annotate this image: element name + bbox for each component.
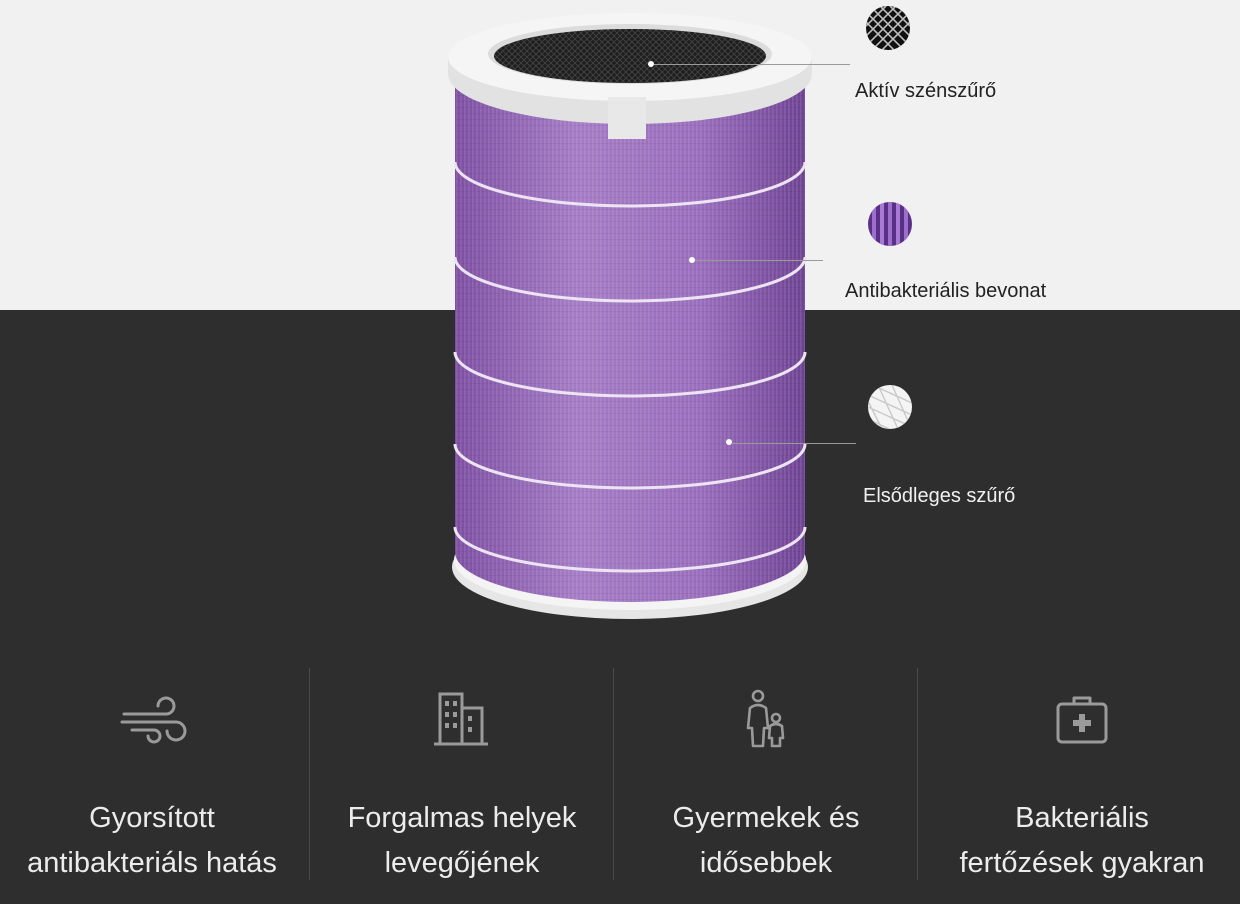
- callout-dot-primary: [726, 439, 732, 445]
- feature-text: Forgalmas helyek levegőjének: [347, 802, 577, 879]
- column-divider: [613, 668, 614, 880]
- carbon-mesh-icon: [866, 6, 910, 50]
- white-mesh-icon: [868, 385, 912, 429]
- air-filter-cylinder: [440, 12, 820, 624]
- feature-text: Gyorsított antibakteriáls hatás: [27, 802, 277, 879]
- callout-line-primary: [732, 443, 856, 444]
- purple-pleats-icon: [868, 202, 912, 246]
- callout-dot-carbon: [648, 61, 654, 67]
- callout-label-primary: Elsődleges szűrő: [863, 485, 1016, 507]
- feature-text: Gyermekek és idősebbek: [672, 802, 860, 879]
- family-icon: [730, 688, 802, 752]
- feature-accelerated-antibacterial: Gyorsított antibakteriáls hatás: [0, 668, 304, 904]
- medical-kit-icon: [1046, 688, 1118, 752]
- feature-children-elderly: Gyermekek és idősebbek: [614, 668, 918, 904]
- callout-line-carbon: [654, 64, 850, 65]
- callout-label-antibacterial: Antibakteriális bevonat: [845, 280, 1047, 302]
- callout-line-antibacterial: [695, 260, 823, 261]
- buildings-icon: [426, 688, 498, 752]
- callout-label-carbon: Aktív szénszűrő: [855, 80, 997, 102]
- feature-bacterial-infections: Bakteriális fertőzések gyakran: [930, 668, 1234, 904]
- column-divider: [309, 668, 310, 880]
- column-divider: [917, 668, 918, 880]
- callout-dot-antibacterial: [689, 257, 695, 263]
- feature-busy-places: Forgalmas helyek levegőjének: [310, 668, 614, 904]
- wind-icon: [116, 688, 188, 752]
- feature-text: Bakteriális fertőzések gyakran: [959, 802, 1205, 879]
